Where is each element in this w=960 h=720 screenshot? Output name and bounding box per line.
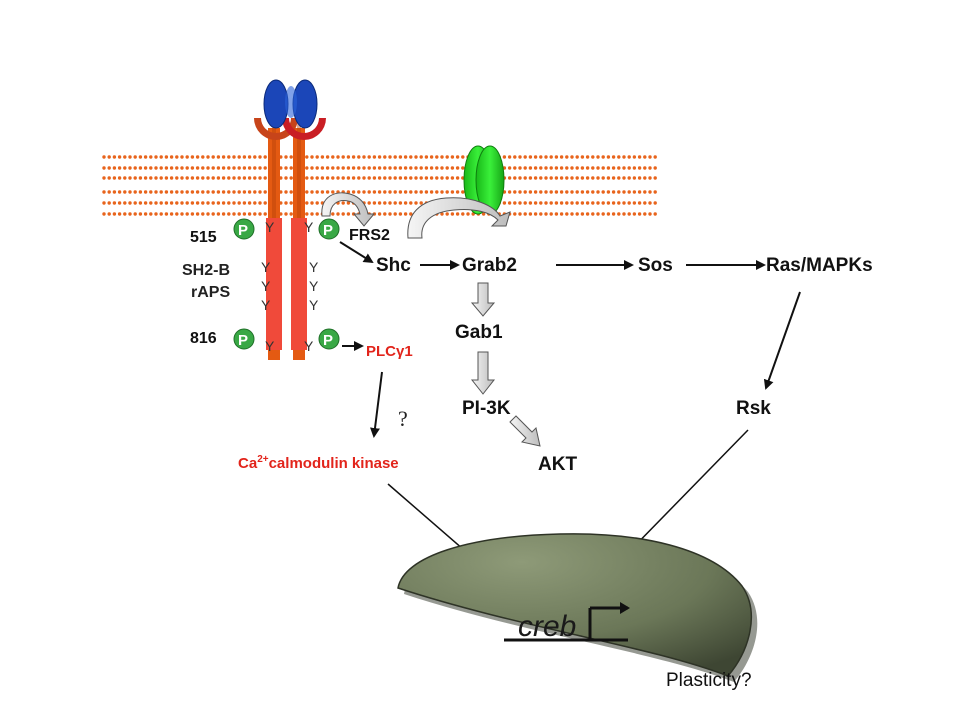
node-camk: Ca2+calmodulin kinase (238, 454, 399, 472)
tyr-left-a: Y (261, 259, 271, 275)
arrow-ras-rsk (763, 291, 801, 390)
phospho-left-515: P (238, 222, 248, 239)
hollow-arrows (470, 282, 541, 447)
arrow-to-shc (339, 241, 374, 264)
arrow-gab1-pi3k (470, 351, 496, 395)
node-ras-mapks: Ras/MAPKs (766, 255, 873, 276)
gene-creb: creb (518, 610, 576, 643)
adaptor-raps-label: rAPS (191, 284, 230, 301)
tyr-left-c: Y (261, 297, 271, 313)
node-gab1: Gab1 (455, 322, 503, 343)
phospho-left-816: P (238, 332, 248, 349)
tyr-right-c: Y (309, 297, 319, 313)
transcription-start-icon (504, 602, 630, 642)
node-sos: Sos (638, 255, 673, 276)
arrow-plcg1-camk (370, 371, 383, 438)
trk-receptor-dimer (254, 79, 326, 360)
phospho-right-816: P (323, 332, 333, 349)
tyr-left-b: Y (261, 278, 271, 294)
node-plcg1: PLCγ1 (366, 343, 413, 360)
adaptor-sh2b-label: SH2-B (182, 262, 230, 279)
tyrosine-residues: Y Y Y Y Y Y Y Y Y Y (261, 219, 319, 354)
node-akt: AKT (538, 454, 577, 475)
tyr-left-816: Y (265, 338, 275, 354)
phospho-right-515: P (323, 222, 333, 239)
node-rsk: Rsk (736, 398, 771, 419)
cell-membrane (102, 155, 657, 216)
node-pi3k: PI-3K (462, 398, 511, 419)
tyr-right-515: Y (304, 219, 314, 235)
membrane-channel (463, 145, 505, 215)
channel-curved-arrow (407, 197, 511, 239)
tyr-right-b: Y (309, 278, 319, 294)
phospho-sites: P P P P (233, 218, 340, 350)
tyr-left-515: Y (265, 219, 275, 235)
tyr-right-816: Y (304, 338, 314, 354)
arrow-grab2-gab1 (470, 282, 496, 317)
plasticity-label: Plasticity? (666, 670, 752, 691)
arrow-pi3k-akt (509, 415, 541, 447)
site-816-label: 816 (190, 330, 217, 347)
node-shc: Shc (376, 255, 411, 276)
unknown-step-question: ? (398, 406, 408, 431)
node-frs2: FRS2 (349, 227, 390, 244)
frs2-curved-arrow (321, 192, 376, 227)
node-grab2: Grab2 (462, 255, 517, 276)
tyr-right-a: Y (309, 259, 319, 275)
site-515-label: 515 (190, 229, 217, 246)
nucleus (397, 533, 758, 682)
